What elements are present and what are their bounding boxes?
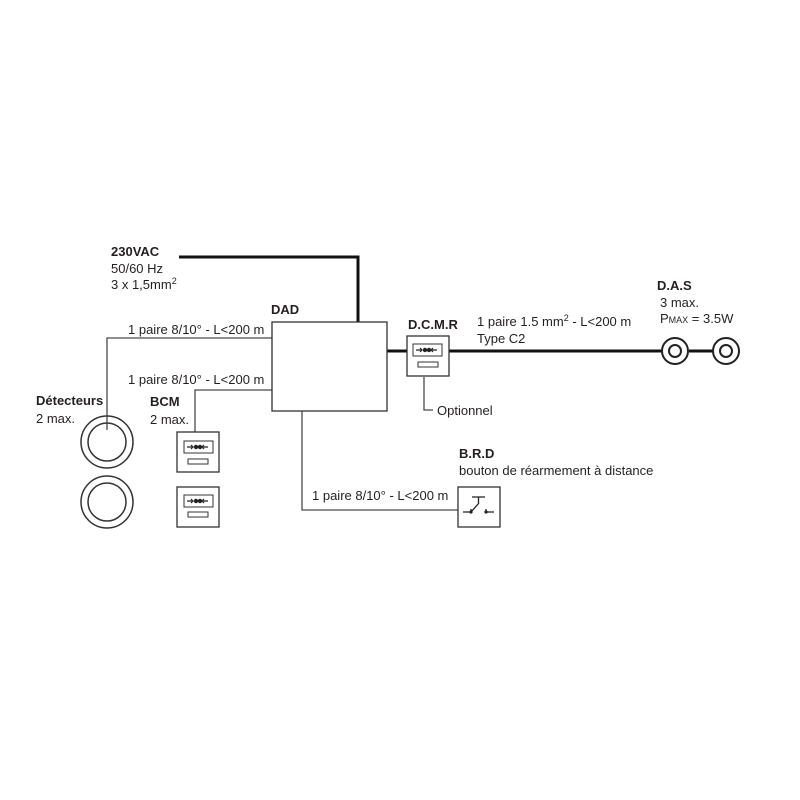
detector-wire bbox=[106, 337, 272, 430]
bcm-wire bbox=[194, 389, 272, 432]
dad-unit-box bbox=[271, 321, 388, 412]
power-title: 230VAC bbox=[111, 244, 160, 259]
dcmr-device bbox=[406, 335, 450, 377]
das-device-1 bbox=[661, 337, 689, 365]
detector-1 bbox=[80, 415, 134, 469]
dad-title: DAD bbox=[271, 302, 299, 317]
power-cable: 3 x 1,5mm2 bbox=[111, 276, 177, 292]
power-supply-wire bbox=[179, 255, 360, 322]
detector-line-label: 1 paire 8/10° - L<200 m bbox=[128, 322, 264, 337]
bcm-call-point-2 bbox=[176, 486, 220, 528]
brd-reset-button bbox=[457, 486, 501, 528]
das-count: 3 max. bbox=[660, 295, 699, 310]
bcm-count: 2 max. bbox=[150, 412, 189, 427]
brd-line-label: 1 paire 8/10° - L<200 m bbox=[312, 488, 448, 503]
das-line-type: Type C2 bbox=[477, 331, 525, 346]
bcm-call-point-1 bbox=[176, 431, 220, 473]
bcm-title: BCM bbox=[150, 394, 180, 409]
bcm-line-label: 1 paire 8/10° - L<200 m bbox=[128, 372, 264, 387]
das-title: D.A.S bbox=[657, 278, 692, 293]
dcmr-title: D.C.M.R bbox=[408, 317, 458, 332]
detector-2 bbox=[80, 475, 134, 529]
dcmr-optional-note: Optionnel bbox=[437, 403, 493, 418]
power-frequency: 50/60 Hz bbox=[111, 261, 163, 276]
brd-title: B.R.D bbox=[459, 446, 494, 461]
detectors-title: Détecteurs bbox=[36, 393, 103, 408]
brd-wire bbox=[301, 411, 458, 511]
das-device-2 bbox=[712, 337, 740, 365]
das-power: PMAX = 3.5W bbox=[660, 311, 734, 326]
optional-bracket bbox=[423, 377, 433, 411]
detectors-count: 2 max. bbox=[36, 411, 75, 426]
das-line-spec: 1 paire 1.5 mm2 - L<200 m bbox=[477, 313, 631, 329]
brd-subtitle: bouton de réarmement à distance bbox=[459, 463, 653, 478]
